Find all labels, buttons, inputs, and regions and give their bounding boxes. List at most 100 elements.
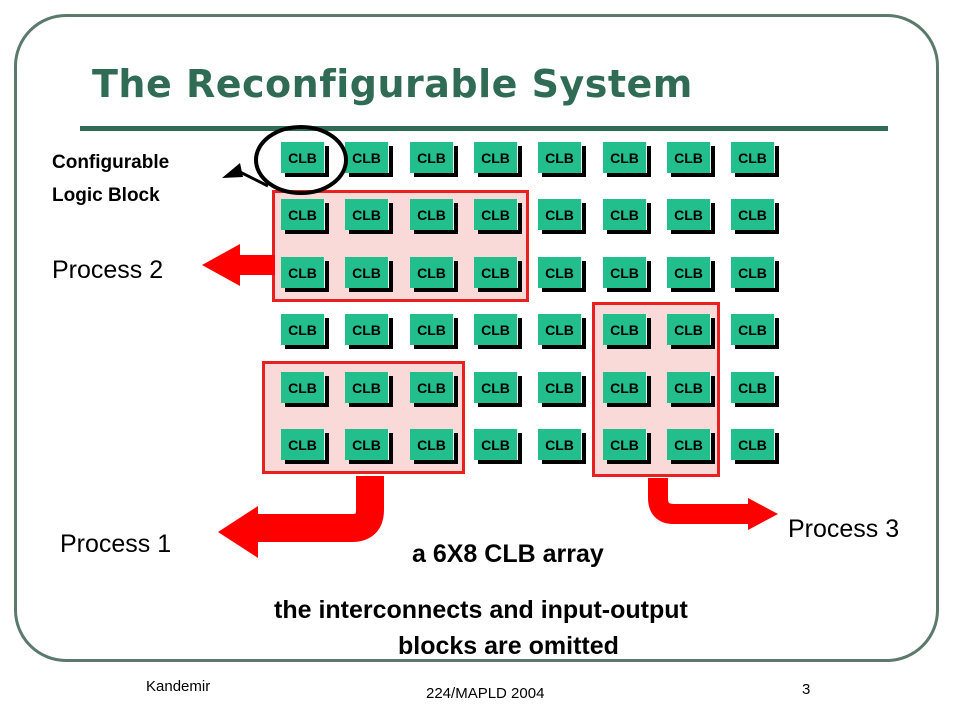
clb-label: CLB — [731, 314, 775, 345]
clb-label: CLB — [538, 199, 582, 230]
clb-label: CLB — [667, 257, 711, 288]
clb-cell: CLB — [667, 314, 715, 349]
clb-cell: CLB — [345, 199, 393, 234]
clb-cell: CLB — [281, 142, 329, 177]
title-underline — [80, 126, 888, 131]
clb-cell: CLB — [731, 142, 779, 177]
clb-cell: CLB — [667, 199, 715, 234]
clb-label: CLB — [474, 372, 518, 403]
clb-label: CLB — [603, 199, 647, 230]
clb-label: CLB — [603, 314, 647, 345]
process-3-arrow — [648, 478, 778, 530]
clb-cell: CLB — [410, 429, 458, 464]
clb-label: CLB — [345, 372, 389, 403]
clb-cell: CLB — [345, 314, 393, 349]
clb-cell: CLB — [410, 257, 458, 292]
clb-label: CLB — [410, 142, 454, 173]
clb-cell: CLB — [474, 429, 522, 464]
clb-cell: CLB — [474, 372, 522, 407]
clb-cell: CLB — [538, 142, 586, 177]
clb-label: CLB — [410, 372, 454, 403]
clb-label: CLB — [603, 257, 647, 288]
array-caption: a 6X8 CLB array — [412, 540, 604, 568]
clb-label: CLB — [538, 314, 582, 345]
clb-cell: CLB — [410, 314, 458, 349]
clb-label: CLB — [474, 257, 518, 288]
footer-event: 224/MAPLD 2004 — [426, 685, 545, 702]
clb-cell: CLB — [538, 429, 586, 464]
clb-cell: CLB — [731, 372, 779, 407]
clb-label: CLB — [281, 314, 325, 345]
note-line-2: blocks are omitted — [398, 632, 619, 660]
clb-cell: CLB — [667, 257, 715, 292]
note-line-1: the interconnects and input-output — [274, 596, 688, 624]
clb-label: CLB — [474, 429, 518, 460]
clb-cell: CLB — [474, 199, 522, 234]
slide-title: The Reconfigurable System — [92, 62, 693, 106]
clb-cell: CLB — [410, 199, 458, 234]
clb-label: CLB — [281, 257, 325, 288]
footer-page-number: 3 — [802, 681, 811, 698]
clb-label: CLB — [474, 314, 518, 345]
clb-label: CLB — [281, 429, 325, 460]
clb-label: CLB — [731, 372, 775, 403]
clb-cell: CLB — [538, 372, 586, 407]
footer-author: Kandemir — [146, 678, 211, 695]
process-2-label: Process 2 — [52, 256, 164, 284]
clb-cell: CLB — [603, 372, 651, 407]
clb-cell: CLB — [731, 314, 779, 349]
clb-label: CLB — [667, 372, 711, 403]
clb-cell: CLB — [474, 257, 522, 292]
clb-cell: CLB — [667, 372, 715, 407]
clb-cell: CLB — [538, 314, 586, 349]
clb-label: CLB — [281, 142, 325, 173]
clb-cell: CLB — [474, 314, 522, 349]
clb-cell: CLB — [345, 142, 393, 177]
callout-arrowhead — [222, 163, 243, 178]
clb-cell: CLB — [731, 199, 779, 234]
clb-cell: CLB — [281, 429, 329, 464]
clb-label: CLB — [538, 429, 582, 460]
clb-label: CLB — [345, 257, 389, 288]
clb-cell: CLB — [410, 142, 458, 177]
clb-cell: CLB — [410, 372, 458, 407]
clb-label: CLB — [667, 314, 711, 345]
clb-cell: CLB — [474, 142, 522, 177]
clb-label: CLB — [345, 142, 389, 173]
process-1-label: Process 1 — [60, 530, 172, 558]
clb-label: CLB — [410, 429, 454, 460]
clb-label: CLB — [731, 429, 775, 460]
clb-cell: CLB — [731, 429, 779, 464]
process-1-arrow — [218, 476, 384, 558]
clb-label: CLB — [345, 314, 389, 345]
callout-label-line2: Logic Block — [52, 185, 160, 206]
clb-cell: CLB — [281, 314, 329, 349]
clb-label: CLB — [603, 372, 647, 403]
clb-label: CLB — [410, 199, 454, 230]
callout-label-line1: Configurable — [52, 152, 170, 173]
clb-highlight-ellipse — [254, 125, 348, 195]
clb-cell: CLB — [281, 372, 329, 407]
clb-label: CLB — [474, 142, 518, 173]
clb-label: CLB — [667, 429, 711, 460]
clb-cell: CLB — [667, 142, 715, 177]
clb-cell: CLB — [345, 372, 393, 407]
clb-label: CLB — [281, 199, 325, 230]
clb-cell: CLB — [345, 257, 393, 292]
process-3-label: Process 3 — [788, 515, 900, 543]
clb-label: CLB — [731, 142, 775, 173]
clb-label: CLB — [667, 199, 711, 230]
clb-label: CLB — [731, 257, 775, 288]
clb-label: CLB — [474, 199, 518, 230]
clb-cell: CLB — [667, 429, 715, 464]
clb-cell: CLB — [731, 257, 779, 292]
clb-label: CLB — [345, 199, 389, 230]
slide-frame — [14, 14, 939, 662]
clb-label: CLB — [410, 314, 454, 345]
clb-cell: CLB — [345, 429, 393, 464]
clb-label: CLB — [603, 142, 647, 173]
clb-label: CLB — [281, 372, 325, 403]
clb-cell: CLB — [603, 142, 651, 177]
clb-label: CLB — [603, 429, 647, 460]
